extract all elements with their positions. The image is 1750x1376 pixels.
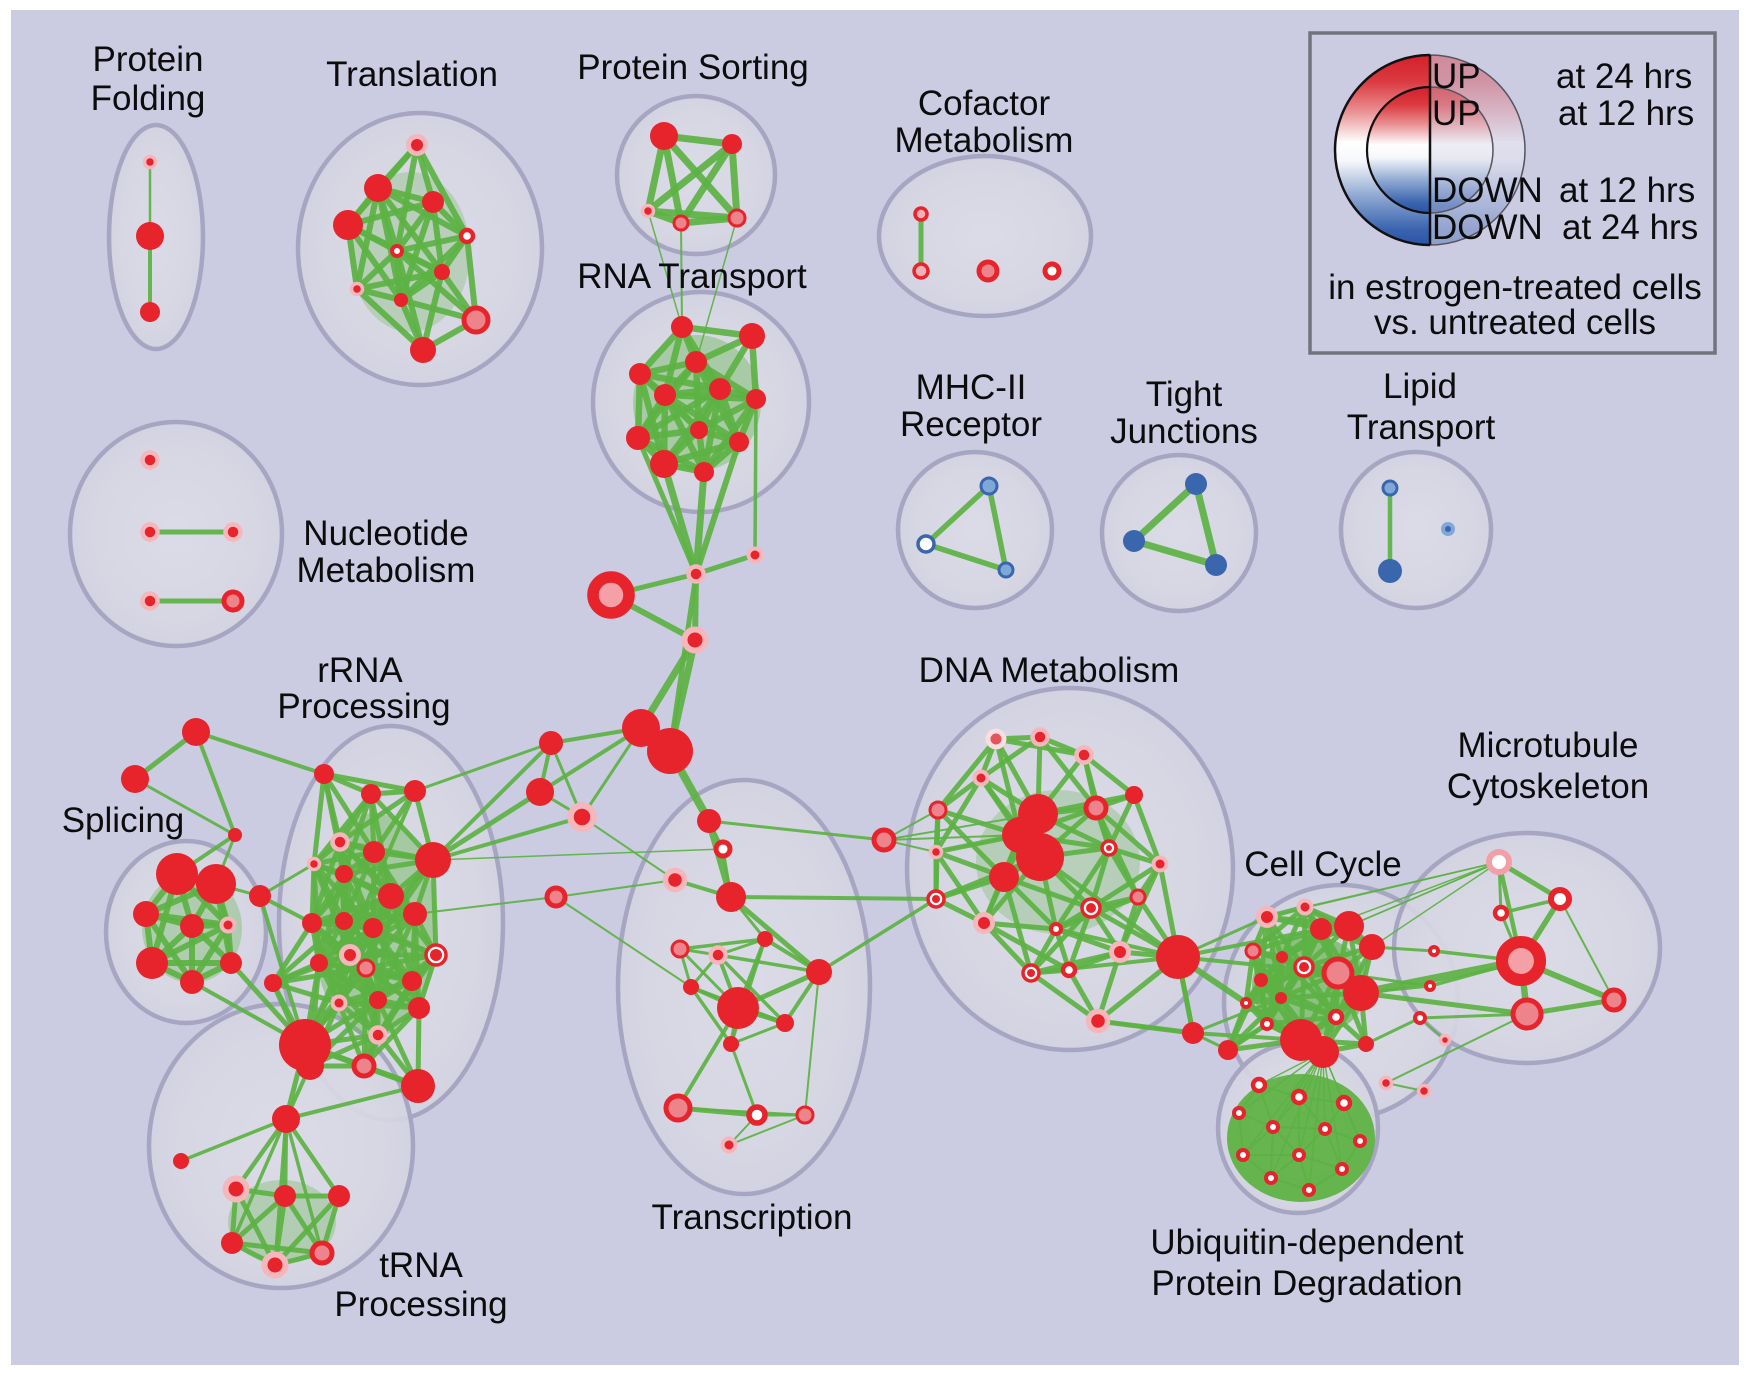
svg-text:Processing: Processing <box>277 687 450 726</box>
svg-text:UP: UP <box>1432 94 1481 133</box>
svg-text:Processing: Processing <box>334 1285 507 1324</box>
svg-text:rRNA: rRNA <box>317 651 403 690</box>
svg-text:Protein: Protein <box>93 40 204 79</box>
svg-text:Splicing: Splicing <box>62 801 185 840</box>
svg-text:DOWN: DOWN <box>1432 171 1543 210</box>
svg-text:Lipid: Lipid <box>1383 367 1457 406</box>
svg-text:UP: UP <box>1432 57 1481 96</box>
svg-text:Protein Sorting: Protein Sorting <box>577 48 809 87</box>
svg-text:Protein Degradation: Protein Degradation <box>1151 1264 1462 1303</box>
svg-text:Folding: Folding <box>91 79 206 118</box>
svg-text:Metabolism: Metabolism <box>297 551 476 590</box>
svg-text:at 24 hrs: at 24 hrs <box>1562 208 1698 247</box>
svg-text:Junctions: Junctions <box>1110 412 1258 451</box>
svg-text:Ubiquitin-dependent: Ubiquitin-dependent <box>1150 1223 1464 1262</box>
svg-text:at 12 hrs: at 12 hrs <box>1559 171 1695 210</box>
svg-text:Cofactor: Cofactor <box>918 84 1051 123</box>
svg-text:Transport: Transport <box>1347 408 1496 447</box>
svg-text:tRNA: tRNA <box>379 1246 463 1285</box>
svg-text:Nucleotide: Nucleotide <box>303 514 468 553</box>
svg-text:at 24 hrs: at 24 hrs <box>1556 57 1692 96</box>
svg-text:Cytoskeleton: Cytoskeleton <box>1447 767 1649 806</box>
svg-text:Translation: Translation <box>326 55 498 94</box>
svg-text:at 12 hrs: at 12 hrs <box>1558 94 1694 133</box>
svg-text:DNA Metabolism: DNA Metabolism <box>919 651 1180 690</box>
svg-text:RNA Transport: RNA Transport <box>577 257 807 296</box>
svg-text:MHC-II: MHC-II <box>916 368 1027 407</box>
svg-text:DOWN: DOWN <box>1432 208 1543 247</box>
svg-text:in estrogen-treated cells: in estrogen-treated cells <box>1328 268 1702 307</box>
svg-text:Transcription: Transcription <box>652 1198 853 1237</box>
svg-text:Receptor: Receptor <box>900 405 1042 444</box>
svg-text:Tight: Tight <box>1146 375 1223 414</box>
svg-text:Cell Cycle: Cell Cycle <box>1244 845 1402 884</box>
svg-text:vs. untreated cells: vs. untreated cells <box>1374 303 1656 342</box>
svg-text:Microtubule: Microtubule <box>1458 726 1639 765</box>
svg-text:Metabolism: Metabolism <box>895 121 1074 160</box>
